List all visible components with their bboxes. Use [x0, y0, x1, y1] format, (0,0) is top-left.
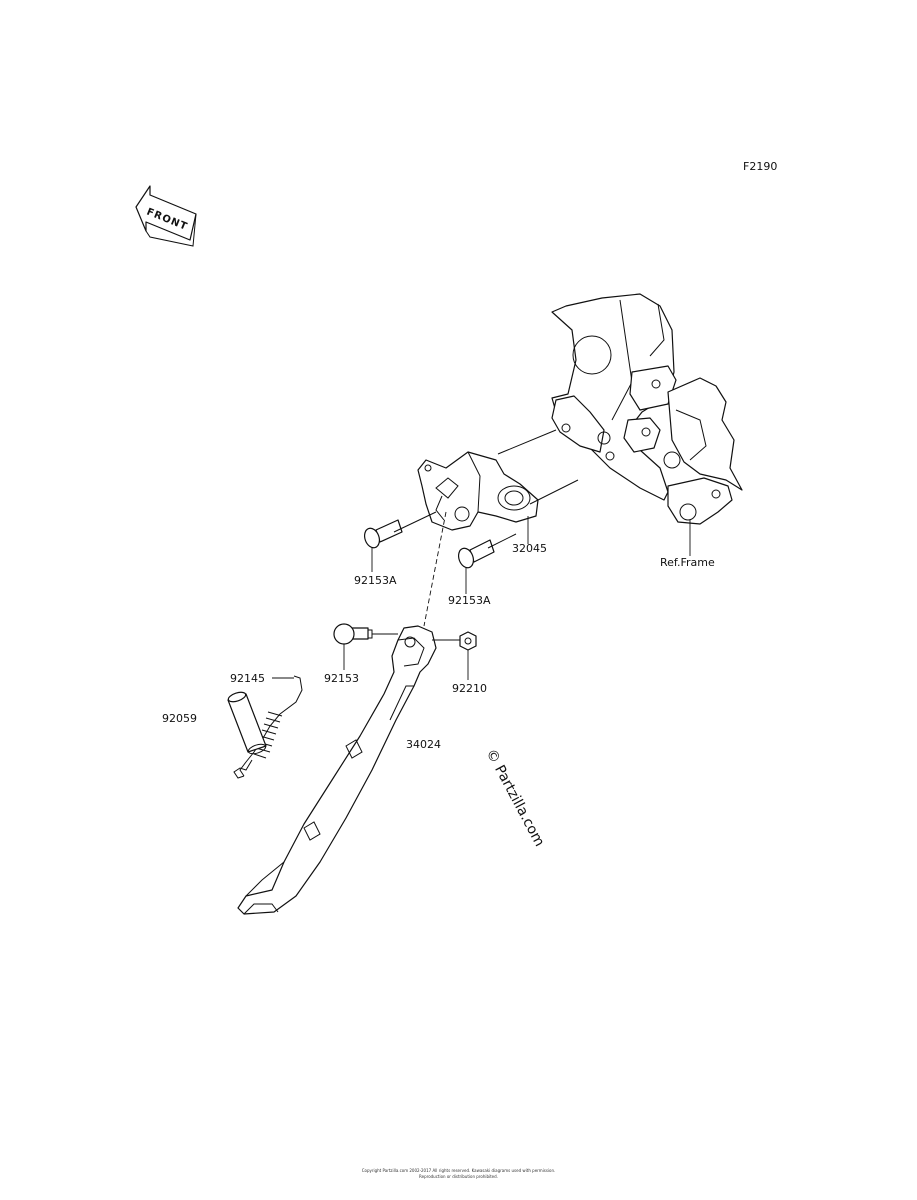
label-34024: 34024: [406, 738, 441, 751]
bolt-92153a-left: [363, 519, 403, 549]
label-92059: 92059: [162, 712, 197, 725]
label-92145: 92145: [230, 672, 265, 685]
leader-lines: [272, 429, 691, 680]
frame-reference: [551, 293, 743, 525]
label-92153a-right: 92153A: [448, 594, 491, 607]
label-92210: 92210: [452, 682, 487, 695]
copyright-line-2: Reproduction or distribution prohibited.: [419, 1174, 498, 1179]
sleeve-92059: [227, 691, 267, 755]
nut-92210: [459, 631, 477, 651]
label-92153: 92153: [324, 672, 359, 685]
pivot-bolt-92153: [333, 623, 373, 645]
front-arrow-icon: FRONT: [135, 185, 197, 247]
copyright-line-1: Copyright Partzilla.com 2002-2017 All ri…: [361, 1168, 556, 1173]
side-stand: [237, 625, 437, 915]
bolt-92153a-right: [457, 539, 495, 569]
side-stand-bracket: [417, 451, 539, 531]
diagram-code: F2190: [743, 160, 777, 173]
watermark: © Partzilla.com: [482, 746, 547, 849]
label-92153a-left: 92153A: [354, 574, 397, 587]
label-32045: 32045: [512, 542, 547, 555]
label-ref-frame: Ref.Frame: [660, 556, 715, 569]
part-labels: 32045 Ref.Frame 92153A 92153A 92153 9221…: [162, 542, 715, 751]
